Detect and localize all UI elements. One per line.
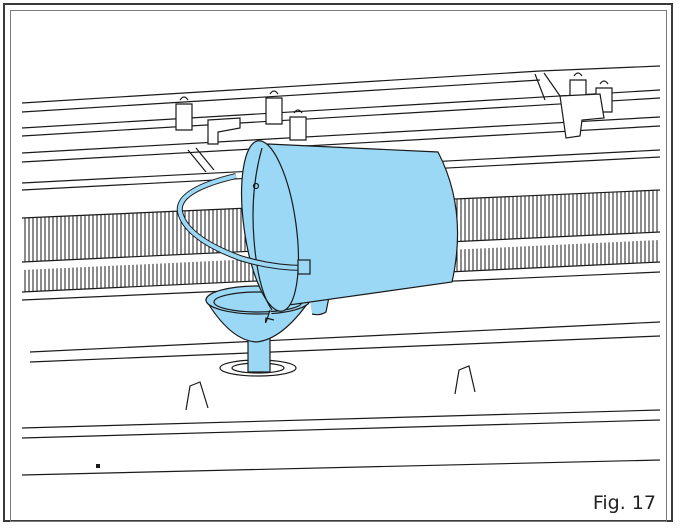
figure-inner-border bbox=[10, 10, 667, 522]
figure-caption: Fig. 17 bbox=[592, 492, 656, 514]
lower-rails bbox=[21, 271, 661, 476]
rail-clamps bbox=[175, 72, 613, 173]
bucket bbox=[176, 140, 459, 324]
